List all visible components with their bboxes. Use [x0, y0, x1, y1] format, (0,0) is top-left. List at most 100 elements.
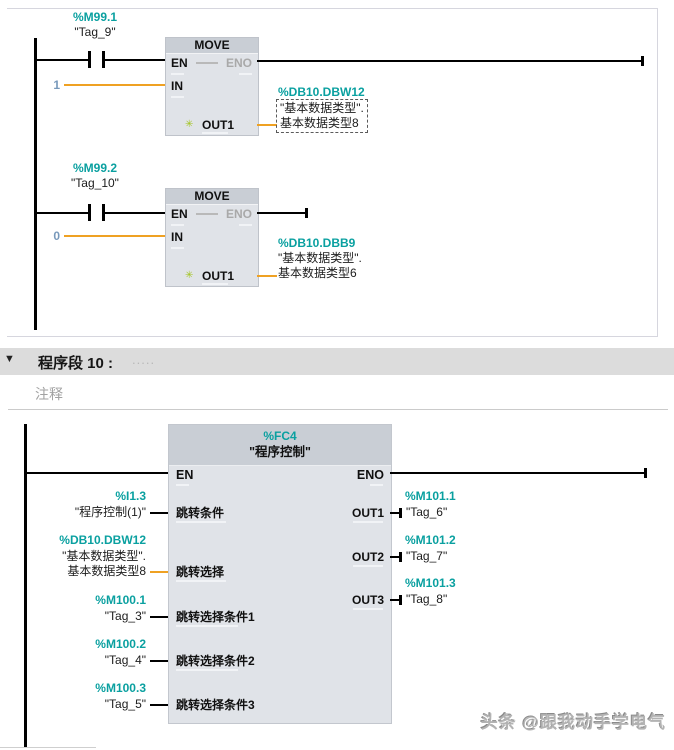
wire	[35, 59, 88, 61]
collapse-icon[interactable]: ▼	[4, 353, 15, 365]
move-block[interactable]: MOVE EN ENO IN ✳ OUT1	[165, 37, 259, 136]
contact[interactable]	[88, 51, 91, 68]
operand-address[interactable]: %M101.2	[405, 533, 456, 547]
operand-line[interactable]: 基本数据类型6	[278, 266, 357, 280]
network-title[interactable]: 程序段 10 :	[38, 355, 114, 372]
network-title-placeholder[interactable]: .....	[132, 352, 156, 367]
operand-line: 基本数据类型8	[280, 116, 359, 130]
operand-tag[interactable]: 基本数据类型8	[67, 564, 146, 578]
wire-end	[305, 208, 308, 218]
fc-name: "程序控制"	[249, 445, 311, 459]
operand-tag[interactable]: "Tag_3"	[104, 609, 146, 623]
input-param[interactable]: 跳转条件	[176, 506, 225, 520]
output-param[interactable]: OUT3	[351, 593, 384, 607]
operand-tag[interactable]: "Tag_9"	[74, 25, 116, 39]
wire	[150, 704, 168, 706]
output-param[interactable]: OUT2	[351, 550, 384, 564]
eno-port: ENO	[225, 56, 252, 70]
sparkle-icon: ✳	[185, 119, 194, 130]
operand-selected[interactable]: "基本数据类型". 基本数据类型8	[276, 99, 368, 133]
wire	[257, 212, 307, 214]
contact[interactable]	[88, 204, 91, 221]
operand-line[interactable]: "基本数据类型".	[278, 251, 362, 265]
data-wire	[64, 235, 165, 237]
data-wire	[257, 124, 277, 126]
out-port[interactable]: OUT1	[202, 269, 235, 283]
data-wire	[64, 84, 165, 86]
input-param[interactable]: 跳转选择条件1	[176, 610, 255, 624]
operand-address[interactable]: %M100.1	[95, 593, 146, 607]
en-port: EN	[171, 56, 188, 70]
wire	[105, 212, 165, 214]
network-header-bar[interactable]	[0, 348, 674, 375]
operand-tag[interactable]: "Tag_4"	[104, 653, 146, 667]
operand-line: "基本数据类型".	[280, 101, 364, 115]
constant-value[interactable]: 1	[53, 78, 60, 92]
operand-address[interactable]: %DB10.DBB9	[278, 236, 356, 250]
power-rail	[34, 38, 37, 330]
output-param[interactable]: OUT1	[351, 506, 384, 520]
operand-address[interactable]: %DB10.DBW12	[59, 533, 146, 547]
operand-address[interactable]: %M99.2	[72, 161, 118, 175]
watermark: 头条 @跟我动手学电气	[480, 713, 666, 732]
wire-end	[399, 552, 402, 562]
operand-address[interactable]: %DB10.DBW12	[278, 85, 365, 99]
wire	[196, 213, 218, 215]
wire	[150, 660, 168, 662]
wire	[390, 512, 400, 514]
en-port: EN	[171, 207, 188, 221]
wire-end	[399, 595, 402, 605]
operand-address[interactable]: %M101.3	[405, 576, 456, 590]
operand-address[interactable]: %M100.3	[95, 681, 146, 695]
operand-address[interactable]: %I1.3	[115, 489, 146, 503]
operand-address[interactable]: %M100.2	[95, 637, 146, 651]
power-rail	[24, 424, 27, 748]
out-port[interactable]: OUT1	[202, 118, 235, 132]
fc-block-header: %FC4 "程序控制"	[169, 425, 391, 466]
fc-block[interactable]: %FC4 "程序控制" EN ENO 跳转条件 跳转选择 跳转选择条件1 跳转选…	[168, 424, 392, 724]
eno-port: ENO	[356, 468, 384, 482]
operand-tag[interactable]: "Tag_8"	[406, 592, 448, 606]
wire	[390, 599, 400, 601]
operand-tag[interactable]: "程序控制(1)"	[74, 505, 146, 519]
data-wire	[150, 571, 168, 573]
block-title: MOVE	[166, 189, 258, 205]
wire	[27, 472, 168, 474]
operand-address[interactable]: %M101.1	[405, 489, 456, 503]
wire	[196, 62, 218, 64]
wire	[105, 59, 165, 61]
in-port[interactable]: IN	[171, 79, 183, 93]
wire	[150, 616, 168, 618]
wire	[150, 512, 168, 514]
divider	[8, 409, 668, 410]
operand-tag[interactable]: "Tag_6"	[406, 505, 448, 519]
en-port: EN	[176, 468, 194, 482]
input-param[interactable]: 跳转选择条件3	[176, 698, 255, 712]
move-block[interactable]: MOVE EN ENO IN ✳ OUT1	[165, 188, 259, 287]
wire-end	[644, 468, 647, 478]
data-wire	[257, 275, 277, 277]
eno-port: ENO	[225, 207, 252, 221]
in-port[interactable]: IN	[171, 230, 183, 244]
operand-tag[interactable]: "Tag_7"	[406, 549, 448, 563]
contact[interactable]	[102, 204, 105, 221]
editor-frame	[7, 8, 658, 337]
wire	[35, 212, 88, 214]
wire-end	[399, 508, 402, 518]
operand-tag[interactable]: "Tag_5"	[104, 697, 146, 711]
input-param[interactable]: 跳转选择	[176, 565, 225, 579]
input-param[interactable]: 跳转选择条件2	[176, 654, 255, 668]
wire-end	[641, 56, 644, 66]
wire	[257, 60, 643, 62]
constant-value[interactable]: 0	[53, 229, 60, 243]
bottom-edge-line	[0, 747, 96, 748]
sparkle-icon: ✳	[185, 270, 194, 281]
operand-address[interactable]: %M99.1	[72, 10, 118, 24]
wire	[390, 556, 400, 558]
operand-tag[interactable]: "基本数据类型".	[62, 549, 146, 563]
network-comment[interactable]: 注释	[35, 386, 63, 402]
contact[interactable]	[102, 51, 105, 68]
wire	[390, 472, 646, 474]
operand-tag[interactable]: "Tag_10"	[71, 176, 119, 190]
